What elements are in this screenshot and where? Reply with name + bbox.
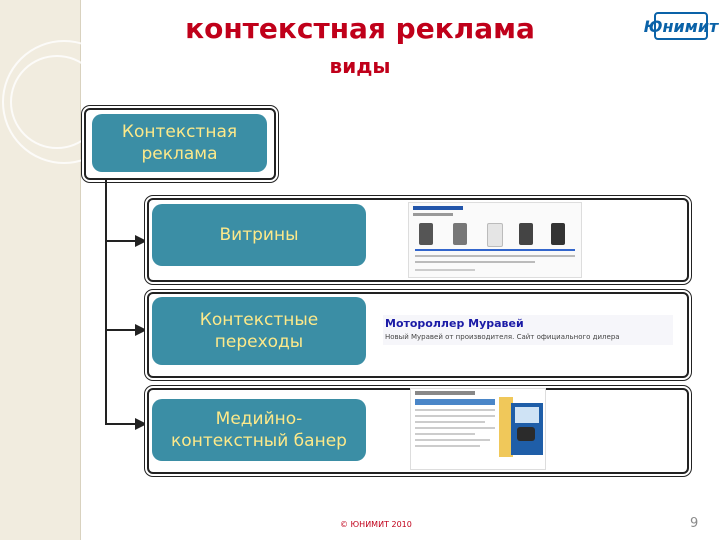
connector-h-3 — [105, 423, 135, 425]
arrow-1 — [135, 235, 147, 247]
item-box-context-clicks: Контекстные переходы — [152, 297, 366, 365]
page-title: контекстная реклама — [185, 12, 535, 45]
root-box: Контекстная реклама — [92, 114, 267, 172]
context-ad-screenshot: Мотороллер Муравей Новый Муравей от прои… — [383, 315, 673, 345]
context-ad-text: Новый Муравей от производителя. Сайт офи… — [385, 333, 620, 341]
showcase-screenshot — [408, 202, 582, 278]
decor-circle — [2, 40, 126, 164]
decor-circle — [10, 55, 104, 149]
footer-copyright: © ЮНИМИТ 2010 — [340, 520, 412, 529]
context-ad-title: Мотороллер Муравей — [385, 317, 524, 330]
media-banner-screenshot — [410, 388, 546, 470]
arrow-3 — [135, 418, 147, 430]
page-subtitle: виды — [329, 54, 391, 78]
connector-vertical — [105, 178, 107, 424]
item-box-media-banner: Медийно-контекстный банер — [152, 399, 366, 461]
left-decor-strip — [0, 0, 126, 540]
company-logo: Юнимит — [644, 12, 718, 40]
connector-h-1 — [105, 240, 135, 242]
connector-h-2 — [105, 329, 135, 331]
item-box-showcases: Витрины — [152, 204, 366, 266]
arrow-2 — [135, 324, 147, 336]
page-number: 9 — [690, 516, 699, 531]
